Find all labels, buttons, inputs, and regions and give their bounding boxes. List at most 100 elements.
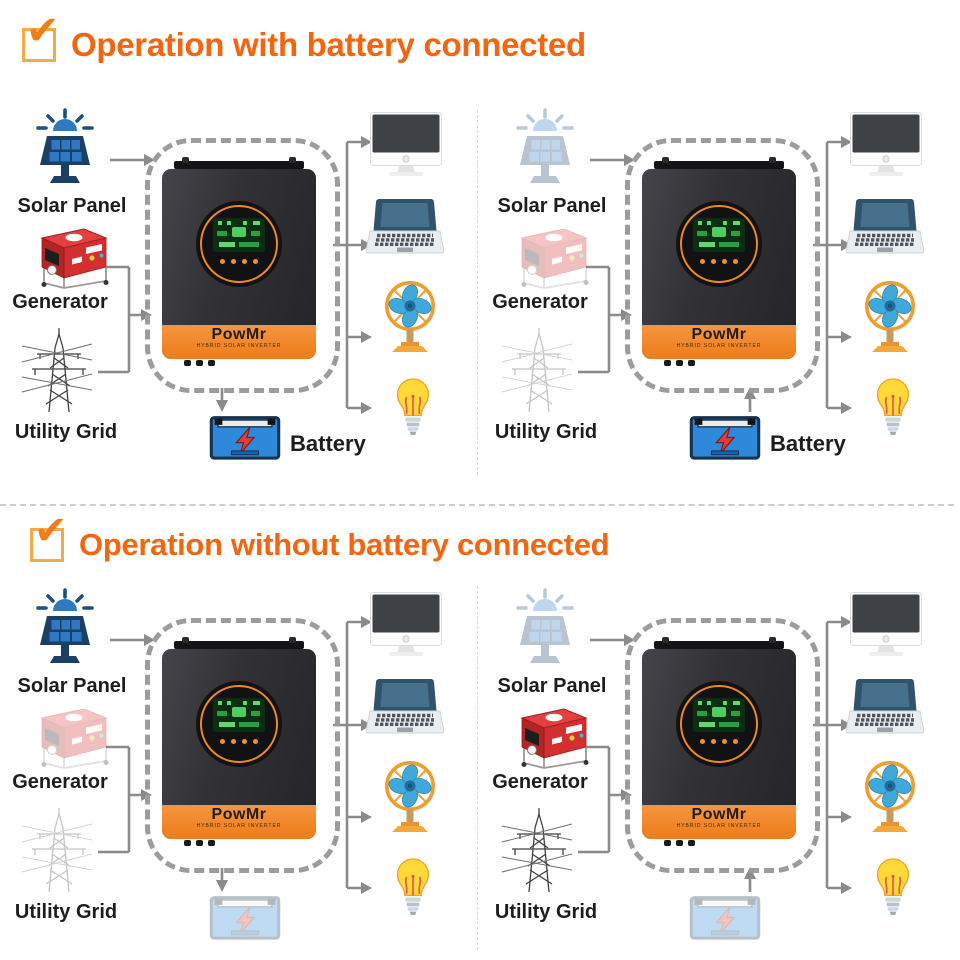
- inverter-display: [676, 681, 762, 767]
- inverter-dashed-boundary: [625, 618, 820, 873]
- generator-icon: [508, 223, 594, 293]
- inverter-terminals: [184, 840, 215, 846]
- connector-arrows: [578, 136, 852, 414]
- inverter-screen: [213, 698, 265, 732]
- inverter-screen: [693, 218, 745, 252]
- light-bulb-icon: [393, 857, 433, 917]
- display-buttons: [676, 259, 762, 264]
- battery-icon: [688, 889, 762, 941]
- solar-panel-icon: [26, 106, 104, 190]
- checkbox-icon: ✔: [22, 11, 60, 62]
- laptop-icon: [365, 197, 445, 263]
- checkbox-icon: ✔: [30, 511, 68, 562]
- inverter-body: PowMr HYBRID SOLAR INVERTER: [162, 169, 316, 366]
- battery-icon: [208, 409, 282, 461]
- generator-icon: [28, 703, 114, 773]
- display-ring: [680, 205, 758, 283]
- light-bulb-icon: [393, 377, 433, 437]
- battery-icon: [208, 889, 282, 941]
- inverter-body: PowMr HYBRID SOLAR INVERTER: [162, 649, 316, 846]
- inverter-brand: PowMr: [211, 326, 267, 343]
- utility-grid-icon: [500, 801, 574, 895]
- desktop-monitor-icon: [369, 111, 443, 177]
- inverter-brand-band: PowMr HYBRID SOLAR INVERTER: [642, 325, 796, 359]
- inverter-terminals: [664, 360, 695, 366]
- laptop-icon: [365, 677, 445, 743]
- inverter-dashed-boundary: [145, 138, 340, 393]
- utility-grid-icon: [20, 321, 94, 415]
- generator-icon: [508, 703, 594, 773]
- display-ring: [200, 205, 278, 283]
- generator-icon: [28, 223, 114, 293]
- inverter-tagline: HYBRID SOLAR INVERTER: [196, 343, 282, 349]
- battery-arrow-up: [744, 867, 756, 892]
- fan-icon: [384, 760, 436, 834]
- section-header-with-battery: ✔ Operation with battery connected: [22, 11, 586, 64]
- inverter-display: [676, 201, 762, 287]
- utility-grid-label: Utility Grid: [14, 901, 118, 923]
- inverter-screen: [213, 218, 265, 252]
- connector-arrows: [578, 616, 852, 894]
- generator-label: Generator: [12, 291, 108, 313]
- inverter-mount-rail: [174, 157, 304, 169]
- solar-panel-label: Solar Panel: [497, 675, 607, 697]
- battery-label: Battery: [770, 431, 846, 456]
- generator-label: Generator: [12, 771, 108, 793]
- laptop-icon: [845, 197, 925, 263]
- desktop-monitor-icon: [849, 111, 923, 177]
- inverter-brand: PowMr: [211, 806, 267, 823]
- column-divider: [477, 586, 478, 950]
- inverter-brand: PowMr: [691, 326, 747, 343]
- inverter-brand-band: PowMr HYBRID SOLAR INVERTER: [162, 805, 316, 839]
- inverter-dashed-boundary: [145, 618, 340, 873]
- section-header-without-battery: ✔ Operation without battery connected: [30, 511, 610, 563]
- connector-arrows: [98, 616, 372, 894]
- solar-panel-label: Solar Panel: [17, 195, 127, 217]
- utility-grid-label: Utility Grid: [14, 421, 118, 443]
- battery-arrow-up: [744, 387, 756, 412]
- inverter-brand-band: PowMr HYBRID SOLAR INVERTER: [162, 325, 316, 359]
- display-buttons: [676, 739, 762, 744]
- inverter: PowMr HYBRID SOLAR INVERTER: [162, 637, 316, 846]
- section-title: Operation with battery connected: [71, 26, 586, 63]
- display-ring: [680, 685, 758, 763]
- inverter-terminals: [664, 840, 695, 846]
- inverter-tagline: HYBRID SOLAR INVERTER: [676, 343, 762, 349]
- inverter-body: PowMr HYBRID SOLAR INVERTER: [642, 649, 796, 846]
- diagram-quadrant: Solar Panel: [480, 575, 960, 960]
- inverter-brand: PowMr: [691, 806, 747, 823]
- light-bulb-icon: [873, 377, 913, 437]
- laptop-icon: [845, 677, 925, 743]
- inverter-mount-rail: [174, 637, 304, 649]
- solar-panel-icon: [26, 586, 104, 670]
- inverter-mount-rail: [654, 157, 784, 169]
- inverter: PowMr HYBRID SOLAR INVERTER: [642, 637, 796, 846]
- inverter-tagline: HYBRID SOLAR INVERTER: [196, 823, 282, 829]
- generator-label: Generator: [492, 291, 588, 313]
- solar-panel-icon: [506, 106, 584, 190]
- inverter-mount-rail: [654, 637, 784, 649]
- desktop-monitor-icon: [849, 591, 923, 657]
- utility-grid-label: Utility Grid: [494, 901, 598, 923]
- section-divider: [0, 504, 954, 506]
- utility-grid-label: Utility Grid: [494, 421, 598, 443]
- diagram-quadrant: Solar Panel: [480, 95, 960, 495]
- inverter: PowMr HYBRID SOLAR INVERTER: [642, 157, 796, 366]
- desktop-monitor-icon: [369, 591, 443, 657]
- fan-icon: [864, 760, 916, 834]
- inverter-brand-band: PowMr HYBRID SOLAR INVERTER: [642, 805, 796, 839]
- battery-icon: [688, 409, 762, 461]
- diagram-quadrant: Solar Panel: [0, 95, 480, 495]
- column-divider: [477, 110, 478, 475]
- inverter: PowMr HYBRID SOLAR INVERTER: [162, 157, 316, 366]
- display-buttons: [196, 259, 282, 264]
- inverter-display: [196, 681, 282, 767]
- solar-panel-icon: [506, 586, 584, 670]
- solar-panel-label: Solar Panel: [497, 195, 607, 217]
- fan-icon: [384, 280, 436, 354]
- inverter-body: PowMr HYBRID SOLAR INVERTER: [642, 169, 796, 366]
- generator-label: Generator: [492, 771, 588, 793]
- section-title: Operation without battery connected: [79, 527, 610, 562]
- diagram-quadrant: Solar Panel: [0, 575, 480, 960]
